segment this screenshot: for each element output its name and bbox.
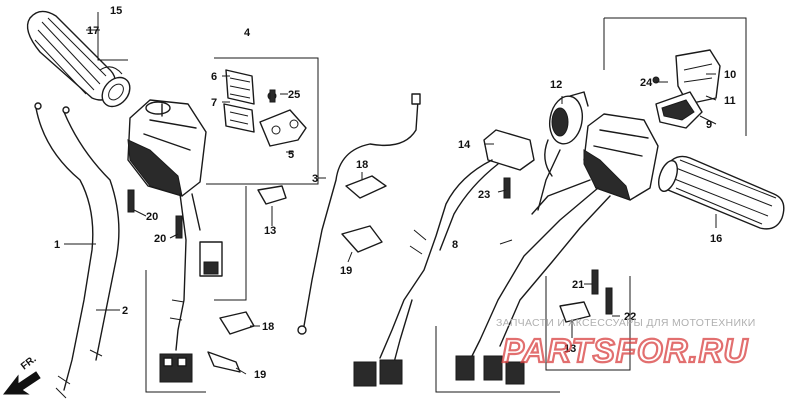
watermark: ЗАПЧАСТИ И АКСЕССУАРЫ ДЛЯ МОТОТЕХНИКИ PA… xyxy=(496,317,756,370)
callout-6: 6 xyxy=(211,71,217,83)
callout-18a: 18 xyxy=(356,159,368,171)
right-grip-part xyxy=(658,155,785,230)
bracket-part-5 xyxy=(259,109,307,147)
callout-1: 1 xyxy=(54,239,60,251)
clamp-parts xyxy=(652,49,721,129)
callout-19b: 19 xyxy=(254,369,266,381)
callout-20b: 20 xyxy=(154,233,166,245)
callout-11: 11 xyxy=(724,95,736,107)
callout-21: 21 xyxy=(572,279,584,291)
callout-25: 25 xyxy=(288,89,300,101)
callout-20a: 20 xyxy=(146,211,158,223)
callout-3: 3 xyxy=(312,173,318,185)
callout-9: 9 xyxy=(706,119,712,131)
callout-23: 23 xyxy=(478,189,490,201)
watermark-caption: ЗАПЧАСТИ И АКСЕССУАРЫ ДЛЯ МОТОТЕХНИКИ xyxy=(496,317,756,329)
throttle-pulley xyxy=(549,91,589,145)
callout-22: 22 xyxy=(624,311,636,323)
watermark-logo: PARTSFOR.RU xyxy=(502,332,748,369)
callout-14: 14 xyxy=(458,139,471,151)
right-switch-harness xyxy=(353,129,535,387)
callout-17: 17 xyxy=(87,25,99,37)
throttle-cables xyxy=(34,102,120,399)
clip-parts-13 xyxy=(257,185,591,323)
callout-18b: 18 xyxy=(262,321,274,333)
callout-13b: 13 xyxy=(564,343,576,355)
front-direction-arrow: FR. xyxy=(2,354,41,395)
switch-cover-parts xyxy=(223,69,277,133)
callout-10: 10 xyxy=(724,69,736,81)
callout-7: 7 xyxy=(211,97,217,109)
leader-lines xyxy=(64,12,717,375)
left-grip-part xyxy=(26,10,131,108)
callout-15: 15 xyxy=(110,5,122,17)
callout-13a: 13 xyxy=(264,225,276,237)
front-marker-label: FR. xyxy=(19,354,39,373)
callout-24: 24 xyxy=(640,77,653,89)
screw-parts xyxy=(127,89,613,315)
clamp-parts-18-19 xyxy=(207,175,387,373)
callout-8: 8 xyxy=(452,239,458,251)
group-outlines xyxy=(145,17,747,393)
callout-4: 4 xyxy=(244,27,251,39)
right-switch-housing xyxy=(455,113,659,385)
callout-19a: 19 xyxy=(340,265,352,277)
callout-2: 2 xyxy=(122,305,128,317)
callout-5: 5 xyxy=(288,149,294,161)
callout-numbers: 15 17 4 6 7 25 5 3 18 19 13 20 20 1 2 18… xyxy=(54,5,736,381)
callout-16: 16 xyxy=(710,233,722,245)
left-switch-housing xyxy=(127,99,223,383)
cable-part-3 xyxy=(297,93,421,335)
callout-12: 12 xyxy=(550,79,562,91)
